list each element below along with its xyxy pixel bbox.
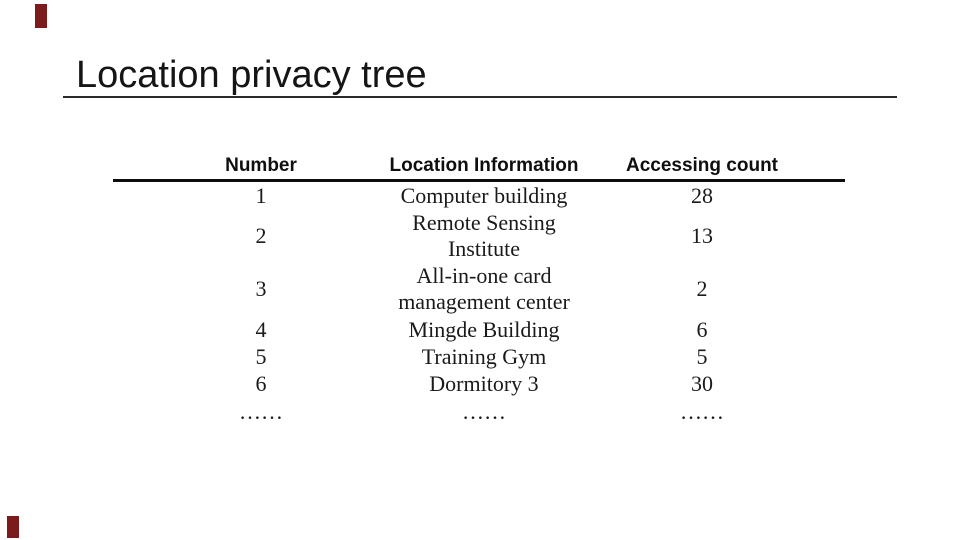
table-body: 1 Computer building 28 2 Remote Sensing … <box>113 182 845 427</box>
cell-count: 28 <box>691 182 713 208</box>
column-header-accessing-count: Accessing count <box>625 154 779 176</box>
cell-location: Remote Sensing Institute <box>412 209 556 261</box>
table-row: 5 Training Gym 5 <box>113 343 845 370</box>
cell-count: 2 <box>696 276 708 301</box>
cell-location: …… <box>462 399 506 424</box>
table-row: 4 Mingde Building 6 <box>113 316 845 343</box>
cell-number: 2 <box>255 222 267 248</box>
cell-location: Training Gym <box>421 343 547 369</box>
column-header-number: Number <box>225 154 297 176</box>
table-row: 2 Remote Sensing Institute 13 <box>113 209 845 262</box>
title-underline: Location privacy tree <box>63 54 897 98</box>
column-header-location-information: Location Information <box>389 154 579 176</box>
cell-count: 6 <box>696 316 708 342</box>
cell-number: …… <box>239 399 283 424</box>
cell-location: Computer building <box>400 182 568 208</box>
cell-number: 6 <box>255 370 267 396</box>
cell-number: 5 <box>255 343 267 369</box>
cell-count: 30 <box>691 370 713 396</box>
table-row: 1 Computer building 28 <box>113 182 845 209</box>
cell-location: Mingde Building <box>408 316 560 342</box>
cell-count: 13 <box>691 222 713 248</box>
table-row-ellipsis: …… …… …… <box>113 397 845 427</box>
page-title: Location privacy tree <box>76 54 427 96</box>
table-header-row: Number Location Information Accessing co… <box>113 152 845 182</box>
cell-count: 5 <box>696 343 708 369</box>
slide-accent-mark-bottom <box>7 516 19 538</box>
cell-number: 3 <box>255 276 267 301</box>
cell-location: All-in-one card management center <box>398 263 570 314</box>
table-row: 6 Dormitory 3 30 <box>113 370 845 397</box>
table-row: 3 All-in-one card management center 2 <box>113 262 845 316</box>
cell-location: Dormitory 3 <box>429 370 539 396</box>
cell-number: 1 <box>255 182 267 208</box>
slide-accent-mark-top <box>35 4 47 28</box>
cell-count: …… <box>680 399 724 424</box>
cell-number: 4 <box>255 316 267 342</box>
location-table: Number Location Information Accessing co… <box>113 152 845 427</box>
